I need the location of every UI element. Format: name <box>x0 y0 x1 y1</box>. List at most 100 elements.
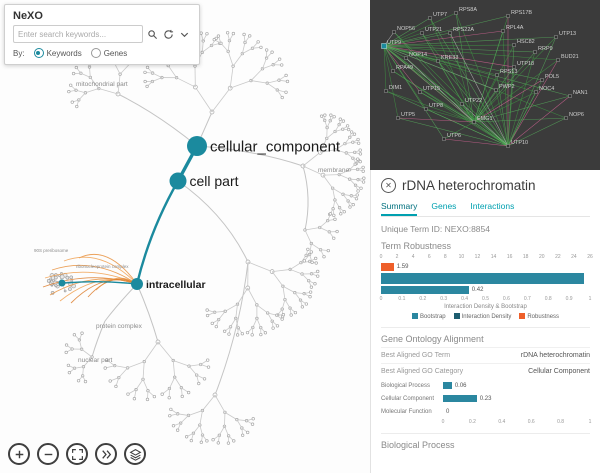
network-node[interactable] <box>442 137 446 141</box>
network-node[interactable] <box>533 50 537 54</box>
network-node[interactable] <box>568 94 572 98</box>
radio-label: Keywords <box>46 48 82 58</box>
tree-term-label: membrane <box>318 167 349 174</box>
chevron-down-icon[interactable] <box>178 28 191 41</box>
network-node-label: NOP14 <box>409 52 427 58</box>
tree-node-intracellular[interactable] <box>131 278 143 290</box>
network-node[interactable] <box>428 16 432 20</box>
zoom-out-button[interactable] <box>37 443 59 465</box>
tree-node-label: cell part <box>190 173 239 189</box>
radio-dot <box>90 48 101 58</box>
fit-to-screen-button[interactable] <box>66 443 88 465</box>
close-icon[interactable]: ✕ <box>381 178 396 193</box>
tree-term-label: mitochondrial part <box>76 81 128 88</box>
network-node[interactable] <box>448 31 452 35</box>
network-node[interactable] <box>436 59 440 63</box>
network-node-label: RPS22A <box>453 27 474 33</box>
tree-node-cellular-component[interactable] <box>187 136 207 156</box>
search-input[interactable] <box>13 25 143 43</box>
network-node-label: DIM1 <box>389 85 402 91</box>
tree-node-label: cellular_component <box>210 138 341 155</box>
network-node[interactable] <box>564 116 568 120</box>
section-biological-process: Biological Process <box>381 433 590 450</box>
legend-item: Bootstrap <box>411 313 446 320</box>
network-node[interactable] <box>392 30 396 34</box>
network-node-label: NOP56 <box>397 26 415 32</box>
tab-summary[interactable]: Summary <box>381 201 418 216</box>
network-node[interactable] <box>424 107 428 111</box>
reset-icon[interactable] <box>162 28 175 41</box>
section-term-robustness: Term Robustness <box>381 241 452 251</box>
network-node[interactable] <box>512 43 516 47</box>
network-node[interactable] <box>381 43 387 49</box>
radio-keywords[interactable]: Keywords <box>33 48 82 58</box>
network-node-label: UTP10 <box>511 140 528 146</box>
network-node[interactable] <box>420 31 424 35</box>
tree-term-label: nuclear part <box>78 357 113 364</box>
network-node-label: RPS17B <box>511 10 532 16</box>
radio-genes[interactable]: Genes <box>90 48 127 58</box>
network-node[interactable] <box>534 90 538 94</box>
network-node-label: NOC4 <box>539 86 554 92</box>
network-node[interactable] <box>540 78 544 82</box>
bar-interaction-density: 0.42 <box>381 286 590 294</box>
network-node[interactable] <box>494 88 498 92</box>
network-node[interactable] <box>454 11 458 15</box>
network-node[interactable] <box>472 120 476 124</box>
layers-icon <box>129 448 141 461</box>
layers-button[interactable] <box>124 443 146 465</box>
network-node[interactable] <box>418 90 422 94</box>
chart-legend: Bootstrap Interaction Density Robustness <box>381 313 590 320</box>
network-node[interactable] <box>384 89 388 93</box>
network-node[interactable] <box>396 116 400 120</box>
tree-node-cell-part[interactable] <box>169 172 187 190</box>
bar-robustness: 1.59 <box>381 263 590 271</box>
detail-tabs: Summary Genes Interactions <box>381 201 590 217</box>
network-node[interactable] <box>495 73 499 77</box>
network-node-label: NAN1 <box>573 90 588 96</box>
network-node[interactable] <box>554 35 558 39</box>
legend-item: Robustness <box>519 313 559 320</box>
network-node-label: EMG1 <box>477 116 493 122</box>
network-node[interactable] <box>404 56 408 60</box>
go-alignment-label: Best Aligned GO Category <box>381 368 464 375</box>
network-node[interactable] <box>506 14 510 18</box>
network-node[interactable] <box>512 65 516 69</box>
network-node[interactable] <box>391 69 395 73</box>
network-node-label: RPA49 <box>396 65 413 71</box>
network-node-label: POL5 <box>545 74 559 80</box>
radio-dot <box>33 48 44 58</box>
network-node-label: UTP18 <box>517 61 534 67</box>
term-title: rDNA heterochromatin <box>402 178 536 193</box>
zoom-in-button[interactable] <box>8 443 30 465</box>
expand-button[interactable] <box>95 443 117 465</box>
tab-interactions[interactable]: Interactions <box>470 201 515 211</box>
network-node[interactable] <box>506 144 510 148</box>
search-icon[interactable] <box>146 28 159 41</box>
app-title: NeXO <box>13 10 43 22</box>
network-node[interactable] <box>501 29 505 33</box>
network-node[interactable] <box>460 102 464 106</box>
network-node-label: UTP8 <box>429 103 443 109</box>
legend-item: Interaction Density <box>453 313 511 320</box>
network-node-label: RPL4A <box>506 25 524 31</box>
term-id: Unique Term ID: NEXO:8854 <box>381 224 490 234</box>
network-node-label: RRP9 <box>538 46 553 52</box>
network-node-label: BUD21 <box>561 54 579 60</box>
tab-genes[interactable]: Genes <box>431 201 457 211</box>
network-node[interactable] <box>556 58 560 62</box>
